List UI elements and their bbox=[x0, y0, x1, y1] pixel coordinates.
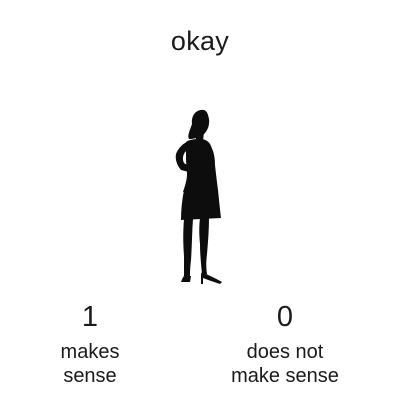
option-makes-sense: 1 makes sense bbox=[40, 301, 140, 388]
option-number: 1 bbox=[81, 301, 99, 333]
option-number: 0 bbox=[276, 301, 294, 333]
option-label-line1: makes bbox=[60, 341, 120, 363]
caption-text: okay bbox=[170, 26, 230, 56]
woman-silhouette-icon bbox=[175, 109, 222, 284]
option-does-not-make-sense: 0 does not make sense bbox=[210, 301, 360, 388]
option-label-line2: sense bbox=[63, 365, 117, 387]
option-label-line1: does not bbox=[246, 341, 324, 363]
option-label-line2: make sense bbox=[231, 365, 339, 387]
